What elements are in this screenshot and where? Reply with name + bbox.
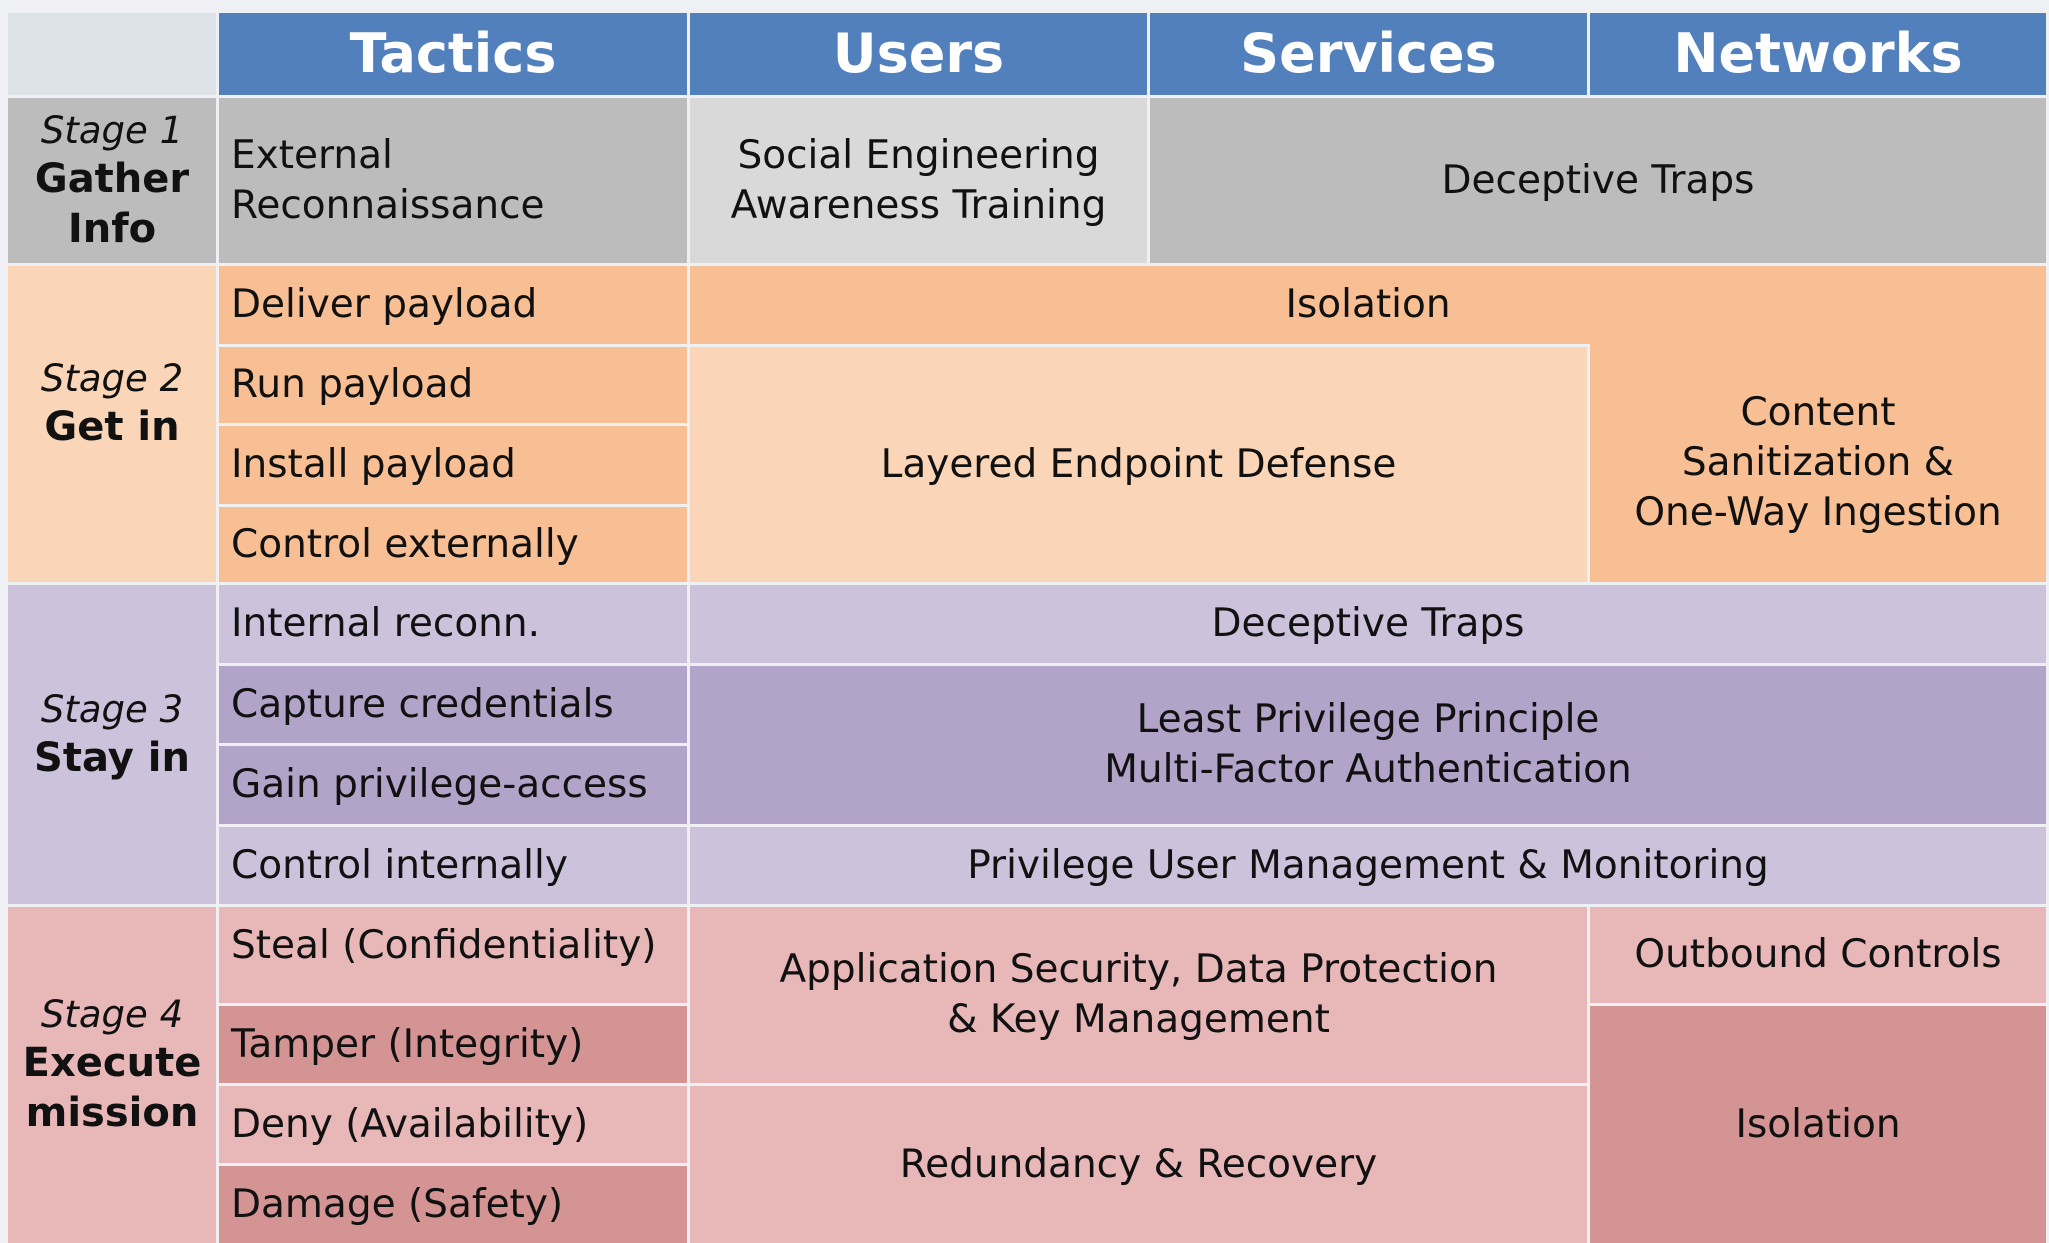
tactic-control-internally: Control internally bbox=[219, 827, 687, 904]
control-deceptive-traps-stage3: Deceptive Traps bbox=[690, 585, 2046, 663]
header-users: Users bbox=[690, 13, 1147, 95]
control-outbound-controls: Outbound Controls bbox=[1590, 907, 2046, 1003]
tactic-steal: Steal (Confidentiality) bbox=[219, 907, 687, 1003]
stage-2-label: Stage 2 Get in bbox=[8, 266, 216, 582]
control-deceptive-traps-stage1: Deceptive Traps bbox=[1150, 98, 2046, 263]
tactic-gain-privilege-access: Gain privilege-access bbox=[219, 746, 687, 824]
tactic-capture-credentials: Capture credentials bbox=[219, 666, 687, 743]
control-least-privilege-mfa: Least Privilege Principle Multi-Factor A… bbox=[690, 666, 2046, 824]
header-tactics: Tactics bbox=[219, 13, 687, 95]
control-layered-endpoint-defense: Layered Endpoint Defense bbox=[690, 347, 1587, 582]
tactic-deliver-payload: Deliver payload bbox=[219, 266, 687, 344]
tactic-external-reconnaissance: External Reconnaissance bbox=[219, 98, 687, 263]
tactic-deny: Deny (Availability) bbox=[219, 1086, 687, 1163]
tactic-control-externally: Control externally bbox=[219, 507, 687, 582]
stage-1-name: Gather Info bbox=[34, 155, 190, 252]
stage-3-number: Stage 3 bbox=[40, 687, 184, 731]
stage-4-name: Execute mission bbox=[22, 1040, 202, 1136]
header-corner bbox=[8, 13, 216, 95]
header-networks: Networks bbox=[1590, 13, 2046, 95]
tactic-run-payload: Run payload bbox=[219, 347, 687, 423]
control-privilege-user-management: Privilege User Management & Monitoring bbox=[690, 827, 2046, 904]
stage-3-label: Stage 3 Stay in bbox=[8, 585, 216, 904]
header-services: Services bbox=[1150, 13, 1587, 95]
tactic-internal-reconn: Internal reconn. bbox=[219, 585, 687, 663]
defense-matrix: Tactics Users Services Networks Stage 1 … bbox=[8, 13, 2046, 1243]
stage-1-label: Stage 1 Gather Info bbox=[8, 98, 216, 263]
stage-1-number: Stage 1 bbox=[40, 108, 184, 152]
tactic-damage: Damage (Safety) bbox=[219, 1166, 687, 1243]
control-redundancy-recovery: Redundancy & Recovery bbox=[690, 1086, 1587, 1243]
control-application-security: Application Security, Data Protection & … bbox=[690, 907, 1587, 1083]
control-social-engineering: Social Engineering Awareness Training bbox=[690, 98, 1147, 263]
tactic-install-payload: Install payload bbox=[219, 426, 687, 504]
stage-4-label: Stage 4 Execute mission bbox=[8, 907, 216, 1243]
control-isolation-stage2: Isolation bbox=[690, 266, 2046, 344]
stage-4-number: Stage 4 bbox=[40, 993, 184, 1036]
stage-2-number: Stage 2 bbox=[40, 357, 184, 400]
tactic-tamper: Tamper (Integrity) bbox=[219, 1006, 687, 1083]
control-isolation-stage4: Isolation bbox=[1590, 1006, 2046, 1243]
stage-2-name: Get in bbox=[44, 404, 180, 450]
stage-3-name: Stay in bbox=[34, 734, 190, 781]
control-content-sanitization: Content Sanitization & One-Way Ingestion bbox=[1590, 344, 2046, 582]
